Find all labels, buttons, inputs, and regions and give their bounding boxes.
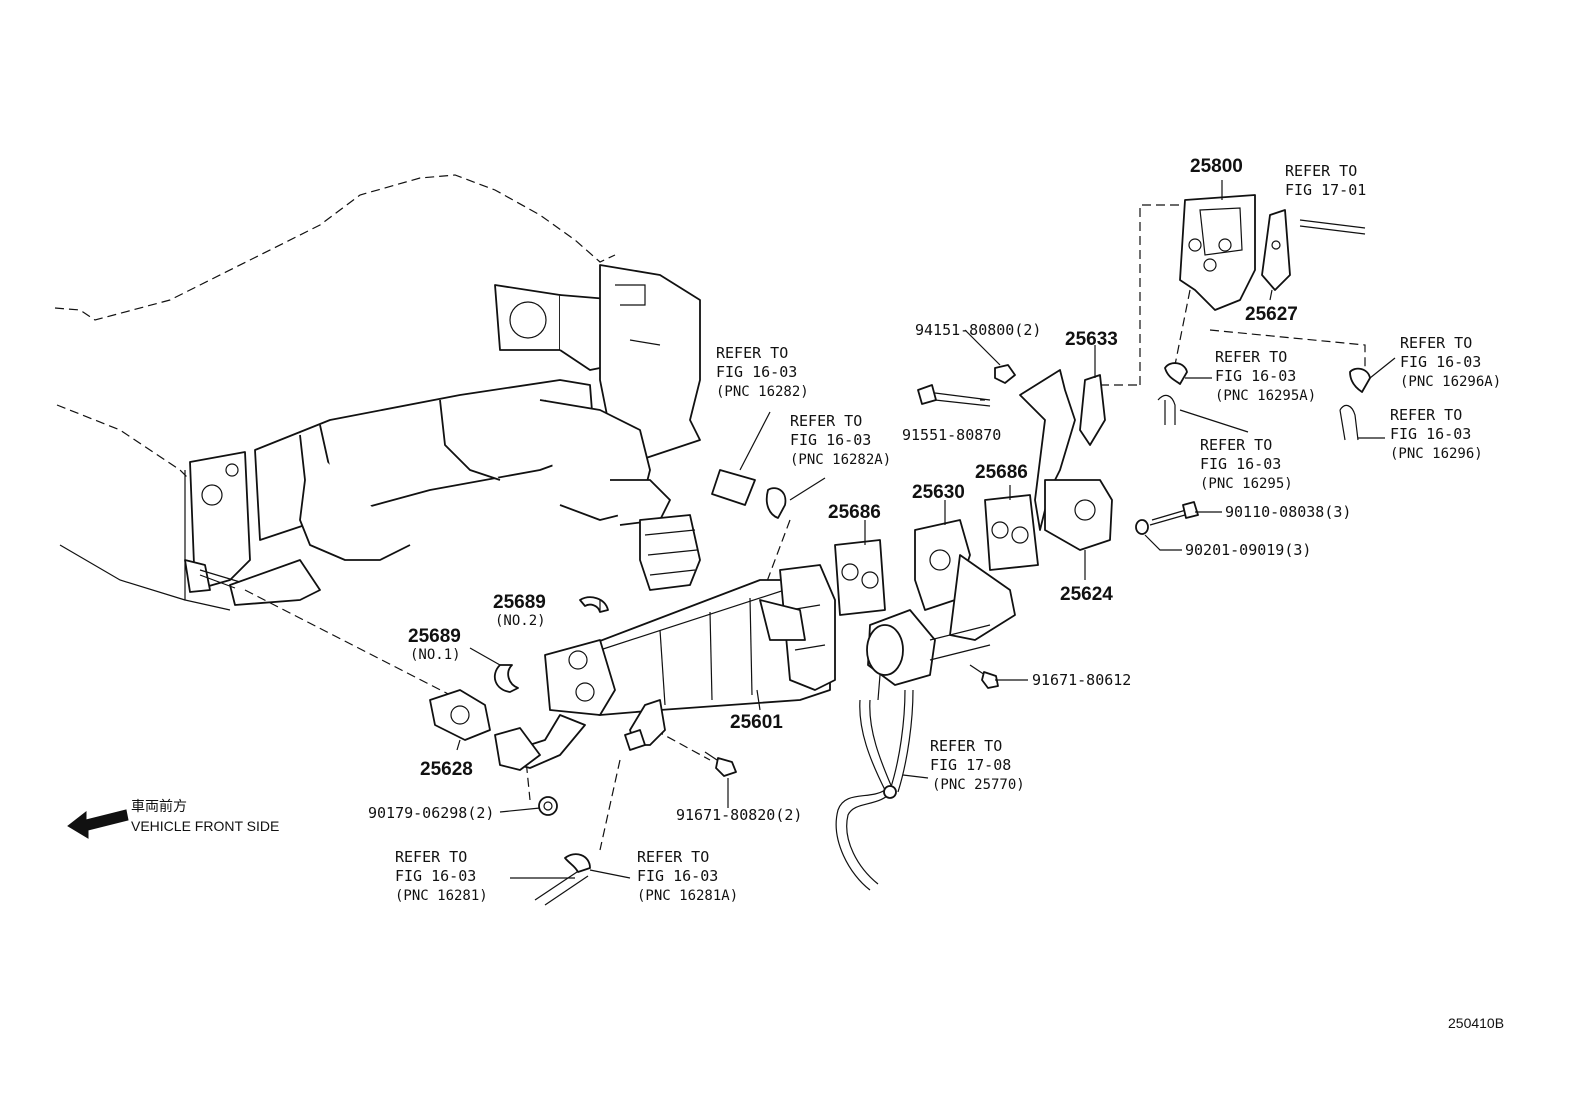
reference-labels: REFER TO FIG 17-01 REFER TO FIG 16-03 (P… bbox=[395, 162, 1501, 904]
bracket-25800 bbox=[1179, 194, 1256, 311]
svg-text:REFER TO: REFER TO bbox=[930, 737, 1002, 755]
svg-text:REFER TO: REFER TO bbox=[1285, 162, 1357, 180]
svg-text:(PNC 16281): (PNC 16281) bbox=[395, 888, 488, 904]
ref-pnc-16281: REFER TO FIG 16-03 (PNC 16281) bbox=[395, 848, 488, 904]
assembly-lines bbox=[244, 204, 1366, 851]
callout-25689-no1-sub: (NO.1) bbox=[410, 647, 461, 663]
callout-25628: 25628 bbox=[420, 759, 473, 780]
callout-25630: 25630 bbox=[912, 482, 965, 503]
gasket-25628 bbox=[429, 689, 491, 741]
callout-25689-no2-sub: (NO.2) bbox=[495, 613, 546, 629]
svg-text:REFER TO: REFER TO bbox=[716, 344, 788, 362]
svg-text:(PNC 16296A): (PNC 16296A) bbox=[1400, 374, 1501, 390]
ref-pnc-16295: REFER TO FIG 16-03 (PNC 16295) bbox=[1200, 436, 1293, 492]
svg-text:FIG 17-08: FIG 17-08 bbox=[930, 756, 1011, 774]
arrow-left-icon bbox=[67, 809, 129, 839]
callout-25800: 25800 bbox=[1190, 156, 1243, 177]
clamp-16295a bbox=[1164, 362, 1188, 385]
ref-pnc-16296a: REFER TO FIG 16-03 (PNC 16296A) bbox=[1400, 334, 1501, 390]
svg-text:FIG 16-03: FIG 16-03 bbox=[1200, 455, 1281, 473]
clamp-16281a bbox=[564, 853, 591, 873]
direction-label-english: VEHICLE FRONT SIDE bbox=[131, 818, 279, 834]
figure-code: 250410B bbox=[1448, 1015, 1504, 1031]
gasket-25686-left bbox=[834, 539, 886, 616]
callout-90110-08038: 90110-08038(3) bbox=[1225, 503, 1351, 521]
direction-label-japanese: 車両前方 bbox=[131, 798, 187, 814]
svg-text:REFER TO: REFER TO bbox=[1390, 406, 1462, 424]
callout-25627: 25627 bbox=[1245, 304, 1298, 325]
svg-text:FIG 16-03: FIG 16-03 bbox=[1390, 425, 1471, 443]
svg-text:(PNC 25770): (PNC 25770) bbox=[932, 777, 1025, 793]
svg-text:(PNC 16295): (PNC 16295) bbox=[1200, 476, 1293, 492]
callout-90179-06298: 90179-06298(2) bbox=[368, 804, 494, 822]
clamp-25689-no2 bbox=[579, 596, 609, 613]
svg-text:REFER TO: REFER TO bbox=[1215, 348, 1287, 366]
svg-text:FIG 16-03: FIG 16-03 bbox=[395, 867, 476, 885]
svg-text:REFER TO: REFER TO bbox=[395, 848, 467, 866]
callout-25624: 25624 bbox=[1060, 584, 1113, 605]
svg-text:(PNC 16296): (PNC 16296) bbox=[1390, 446, 1483, 462]
callout-25689-no1: 25689 bbox=[408, 626, 461, 647]
clamp-16282a bbox=[765, 487, 787, 519]
svg-text:(PNC 16282A): (PNC 16282A) bbox=[790, 452, 891, 468]
svg-text:(PNC 16295A): (PNC 16295A) bbox=[1215, 388, 1316, 404]
ref-pnc-16282a: REFER TO FIG 16-03 (PNC 16282A) bbox=[790, 412, 891, 468]
ref-pnc-16295a: REFER TO FIG 16-03 (PNC 16295A) bbox=[1215, 348, 1316, 404]
ref-pnc-25770: REFER TO FIG 17-08 (PNC 25770) bbox=[930, 737, 1025, 793]
callout-91671-80820: 91671-80820(2) bbox=[676, 806, 802, 824]
egr-cooler-25601 bbox=[494, 564, 836, 771]
callout-25601: 25601 bbox=[730, 712, 783, 733]
callout-25686-right: 25686 bbox=[975, 462, 1028, 483]
svg-text:REFER TO: REFER TO bbox=[1400, 334, 1472, 352]
callout-91671-80612: 91671-80612 bbox=[1032, 671, 1131, 689]
ref-pnc-16281a: REFER TO FIG 16-03 (PNC 16281A) bbox=[637, 848, 738, 904]
svg-text:FIG 16-03: FIG 16-03 bbox=[716, 363, 797, 381]
svg-text:FIG 16-03: FIG 16-03 bbox=[1215, 367, 1296, 385]
leader-lines bbox=[456, 180, 1396, 879]
callout-94151-80800: 94151-80800(2) bbox=[915, 321, 1041, 339]
ref-pnc-16296: REFER TO FIG 16-03 (PNC 16296) bbox=[1390, 406, 1483, 462]
callout-90201-09019: 90201-09019(3) bbox=[1185, 541, 1311, 559]
hose-16282 bbox=[711, 469, 756, 506]
egr-valve-25630 bbox=[866, 519, 1016, 701]
svg-text:(PNC 16282): (PNC 16282) bbox=[716, 384, 809, 400]
hose-16295 bbox=[1157, 394, 1176, 425]
ref-fig-17-01: REFER TO FIG 17-01 bbox=[1285, 162, 1366, 199]
clamp-25689-no1 bbox=[493, 664, 519, 693]
callout-labels: 25800 25627 25633 25686 25686 25630 2562… bbox=[368, 156, 1351, 824]
svg-text:REFER TO: REFER TO bbox=[637, 848, 709, 866]
clamp-16296a bbox=[1349, 367, 1371, 393]
svg-text:FIG 16-03: FIG 16-03 bbox=[1400, 353, 1481, 371]
callout-91551-80870: 91551-80870 bbox=[902, 426, 1001, 444]
vacuum-hose-25770 bbox=[835, 689, 914, 891]
ref-pnc-16282: REFER TO FIG 16-03 (PNC 16282) bbox=[716, 344, 809, 400]
svg-text:FIG 17-01: FIG 17-01 bbox=[1285, 181, 1366, 199]
gasket-25633 bbox=[1079, 374, 1106, 446]
pipe-25624 bbox=[1019, 369, 1113, 551]
hose-16296 bbox=[1339, 404, 1359, 441]
svg-text:(PNC 16281A): (PNC 16281A) bbox=[637, 888, 738, 904]
engine-block bbox=[54, 174, 701, 611]
svg-text:REFER TO: REFER TO bbox=[790, 412, 862, 430]
svg-text:FIG 16-03: FIG 16-03 bbox=[790, 431, 871, 449]
callout-25686-left: 25686 bbox=[828, 502, 881, 523]
callout-25689-no2: 25689 bbox=[493, 592, 546, 613]
svg-text:FIG 16-03: FIG 16-03 bbox=[637, 867, 718, 885]
svg-text:REFER TO: REFER TO bbox=[1200, 436, 1272, 454]
gasket-25686-right bbox=[984, 494, 1039, 571]
callout-25633: 25633 bbox=[1065, 329, 1118, 350]
gasket-25627 bbox=[1261, 209, 1291, 291]
fasteners bbox=[538, 219, 1366, 816]
hose-16281 bbox=[534, 869, 589, 906]
